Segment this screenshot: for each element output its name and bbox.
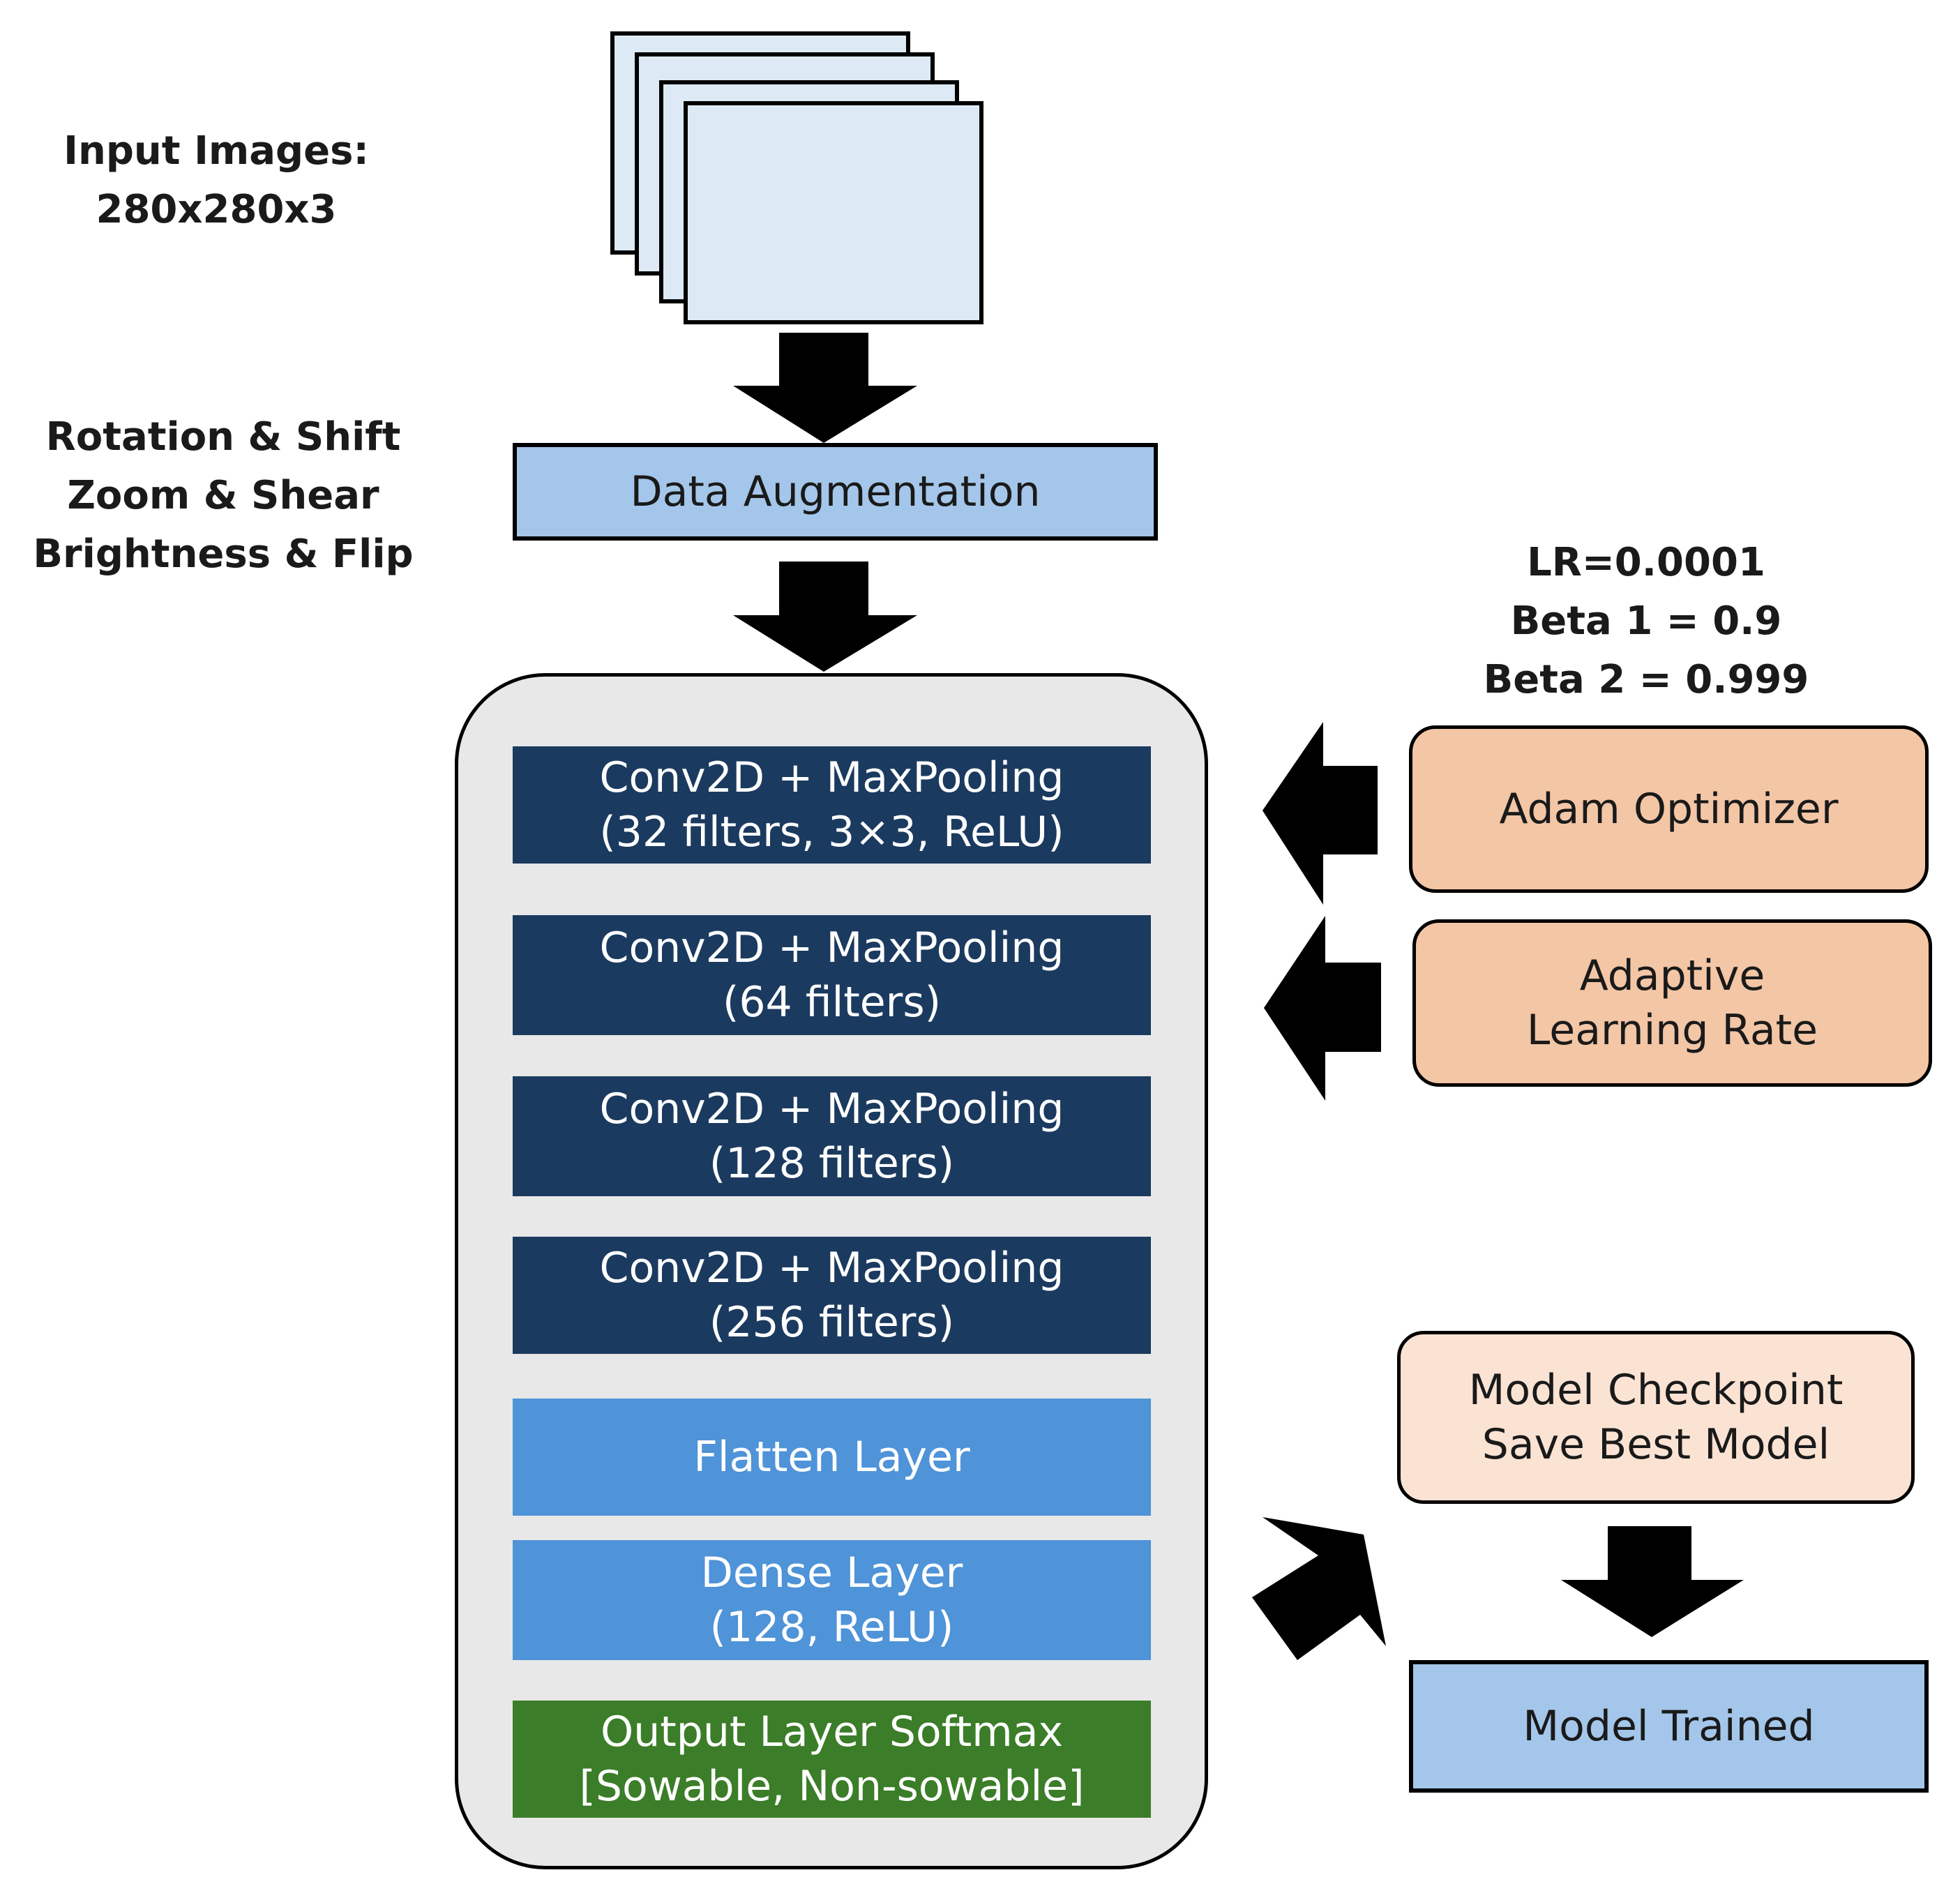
arrow-optimizer-to-model: [1262, 722, 1378, 905]
output-layer-title: Output Layer Softmax: [601, 1708, 1063, 1756]
conv-layer-2-title: Conv2D + MaxPooling: [599, 924, 1064, 972]
conv-layer-1-title: Conv2D + MaxPooling: [599, 753, 1064, 802]
adaptive-learning-rate-box: Adaptive Learning Rate: [1412, 919, 1932, 1087]
arrow-adaptive-lr-to-model: [1264, 916, 1381, 1101]
input-image-1: [684, 101, 983, 324]
model-checkpoint-box: Model Checkpoint Save Best Model: [1397, 1331, 1915, 1504]
optimizer-params: LR=0.0001 Beta 1 = 0.9 Beta 2 = 0.999: [1451, 534, 1841, 709]
augmentation-option-1: Rotation & Shift: [45, 414, 401, 460]
output-layer: Output Layer Softmax [Sowable, Non-sowab…: [513, 1701, 1151, 1818]
adam-optimizer-label: Adam Optimizer: [1499, 785, 1839, 834]
optimizer-param-lr: LR=0.0001: [1527, 540, 1765, 585]
conv-layer-2-detail: (64 filters): [722, 978, 942, 1027]
augmentation-options: Rotation & Shift Zoom & Shear Brightness…: [28, 408, 419, 584]
adam-optimizer-box: Adam Optimizer: [1409, 725, 1929, 893]
model-checkpoint-line-2: Save Best Model: [1482, 1420, 1830, 1469]
conv-layer-3-detail: (128 filters): [709, 1139, 955, 1188]
dense-layer: Dense Layer (128, ReLU): [513, 1540, 1151, 1660]
conv-layer-3-title: Conv2D + MaxPooling: [599, 1085, 1064, 1133]
dense-layer-detail: (128, ReLU): [709, 1603, 954, 1652]
conv-layer-1-detail: (32 filters, 3×3, ReLU): [599, 808, 1064, 857]
augmentation-option-3: Brightness & Flip: [33, 532, 414, 577]
augmentation-option-2: Zoom & Shear: [67, 473, 379, 518]
model-checkpoint-line-1: Model Checkpoint: [1468, 1366, 1844, 1415]
input-images-label-line-1: Input Images:: [63, 128, 369, 174]
input-images-label: Input Images: 280x280x3: [35, 122, 398, 239]
conv-layer-2: Conv2D + MaxPooling (64 filters): [513, 915, 1151, 1035]
arrow-model-to-checkpoint: [1252, 1517, 1386, 1660]
model-trained-label: Model Trained: [1523, 1702, 1815, 1751]
data-augmentation-box: Data Augmentation: [513, 443, 1158, 541]
adaptive-lr-line-2: Learning Rate: [1526, 1006, 1818, 1055]
conv-layer-4: Conv2D + MaxPooling (256 filters): [513, 1237, 1151, 1354]
flatten-layer-title: Flatten Layer: [693, 1433, 970, 1482]
dense-layer-title: Dense Layer: [700, 1548, 963, 1597]
data-augmentation-label: Data Augmentation: [630, 467, 1041, 516]
optimizer-param-beta1: Beta 1 = 0.9: [1510, 598, 1782, 644]
adaptive-lr-line-1: Adaptive: [1579, 951, 1765, 1000]
output-layer-detail: [Sowable, Non-sowable]: [579, 1762, 1085, 1811]
conv-layer-1: Conv2D + MaxPooling (32 filters, 3×3, Re…: [513, 746, 1151, 864]
model-trained-box: Model Trained: [1409, 1660, 1929, 1793]
arrow-images-to-augmentation: [733, 333, 917, 443]
arrow-augmentation-to-model: [733, 562, 917, 672]
optimizer-param-beta2: Beta 2 = 0.999: [1483, 657, 1809, 702]
conv-layer-3: Conv2D + MaxPooling (128 filters): [513, 1076, 1151, 1196]
flatten-layer: Flatten Layer: [513, 1399, 1151, 1516]
conv-layer-4-detail: (256 filters): [709, 1298, 955, 1347]
arrow-checkpoint-to-trained: [1561, 1526, 1744, 1637]
input-images-label-line-2: 280x280x3: [96, 187, 337, 232]
conv-layer-4-title: Conv2D + MaxPooling: [599, 1244, 1064, 1293]
